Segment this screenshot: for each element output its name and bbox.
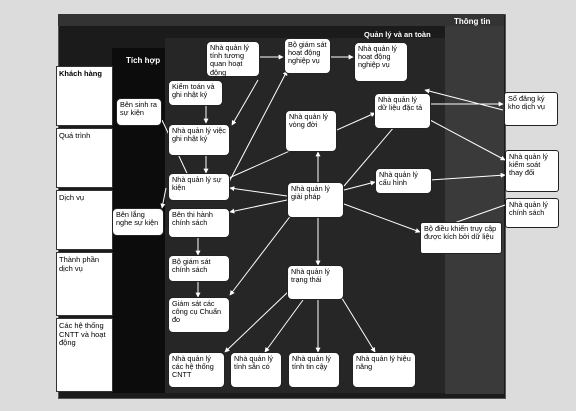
edge-dulieu-kiemsoat [429,119,506,161]
node-viec-ghi-nhat-ky: Nhà quản lý việc ghi nhật ký [168,124,230,156]
node-cau-hinh: Nhà quản lý cấu hình [375,168,432,194]
node-su-kien: Nhà quản lý sự kiện [168,173,230,201]
sidebar-item-thanh-phan: Thành phần dịch vụ [56,252,113,316]
edge-trangthai-hethong [224,289,291,353]
node-du-lieu-dac-ta: Nhà quản lý dữ liệu đặc tả [374,93,431,129]
top-band [58,14,504,26]
edge-giaiphap-dulieu [343,119,401,187]
edge-giaiphap-cauhinh [343,180,376,191]
node-kiem-toan: Kiểm toán và ghi nhật ký [168,80,223,106]
header-thong-tin: Thông tin [454,17,491,26]
node-vong-doi: Nhà quản lý vòng đời [285,110,337,152]
sidebar-item-khach-hang: Khách hàng [56,66,113,126]
node-cac-he-thong: Nhà quản lý các hệ thống CNTT [168,352,225,388]
node-so-dang-ky: Sổ đăng ký kho dịch vụ [504,92,558,126]
node-hd-nghiep-vu: Nhà quản lý hoạt động nghiệp vụ [354,42,408,82]
node-kiem-soat-thay-doi: Nhà quản lý kiểm soát thay đổi [505,150,559,192]
node-tinh-san-co: Nhà quản lý tính sẵn có [230,352,282,388]
edge-giaiphap-thihanh [229,199,288,214]
node-bo-dieu-khien: Bộ điều khiển truy cập được kích bởi dữ … [420,222,502,254]
edge-trangthai-sanco [264,299,304,353]
edge-trangthai-hieunang [339,294,376,353]
edge-giaiphap-sukien [229,186,288,197]
header-quan-ly: Quản lý và an toàn [364,30,431,39]
header-tich-hop: Tích hợp [126,56,161,65]
node-hieu-nang: Nhà quản lý hiệu năng [352,352,416,388]
node-cong-cu-chuan-doan: Giám sát các công cụ Chuẩn đo [168,297,230,333]
edge-sukien-giamsat [228,70,288,183]
edge-giaiphap-dieukhien [343,203,421,233]
edge-tuongquan-nhatky [231,79,259,126]
edge-cauhinh-kiemsoat [429,172,506,181]
node-ben-sinh-ra: Bên sinh ra sự kiện [116,98,162,126]
edge-sukien-langnghe [160,187,167,209]
node-giam-sat-nghiep-vu: Bộ giám sát hoạt động nghiệp vụ [284,38,331,74]
information-column [445,26,504,394]
node-ben-lang-nghe: Bên lắng nghe sự kiện [112,208,164,236]
node-giai-phap: Nhà quản lý giải pháp [287,182,344,218]
node-trang-thai: Nhà quản lý trạng thái [287,265,344,300]
node-ben-thi-hanh: Bên thi hành chính sách [168,208,230,238]
sidebar-item-qua-trinh: Quá trình [56,128,113,188]
node-chinh-sach: Nhà quản lý chính sách [505,198,559,228]
edge-giaiphap-congcu [229,209,296,296]
node-tinh-tuong-quan: Nhà quản lý tính tương quan hoạt động [206,41,260,77]
node-giam-sat-chinh-sach: Bộ giám sát chính sách [168,255,230,282]
sidebar-item-he-thong: Các hệ thống CNTT và hoạt động [56,318,113,392]
node-tinh-tin-cay: Nhà quản lý tính tin cậy [288,352,340,388]
edge-sodangky-dulieu [424,88,504,111]
